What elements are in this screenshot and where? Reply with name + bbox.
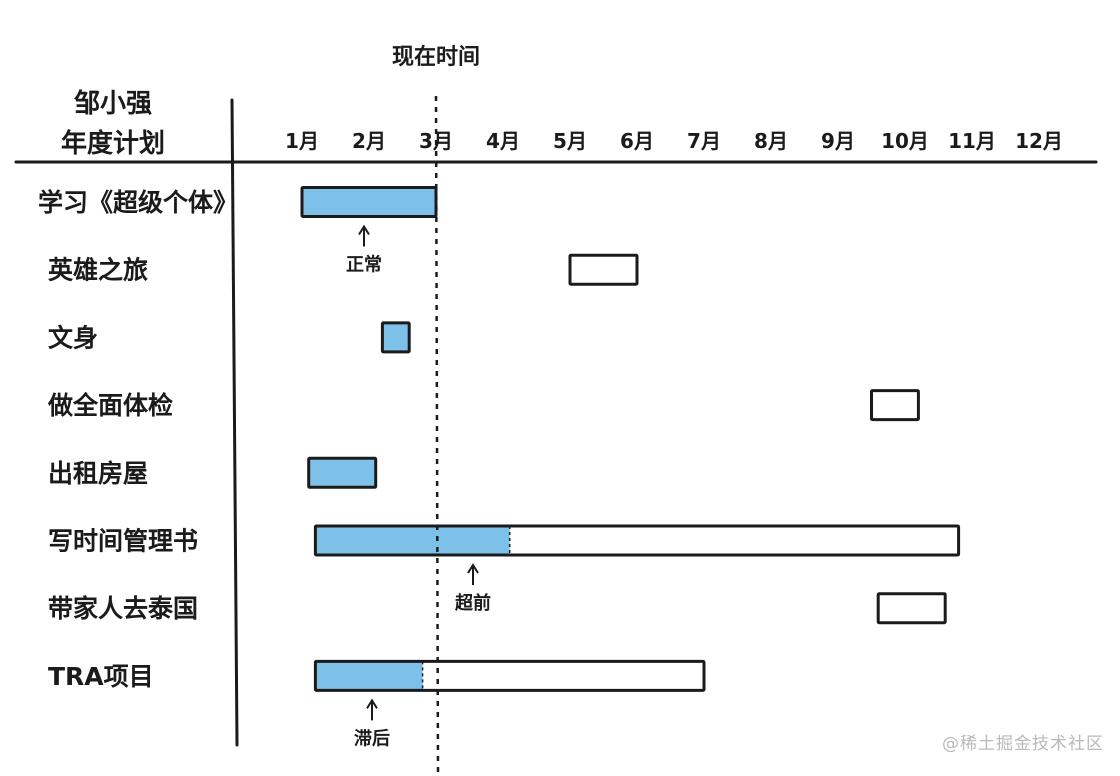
task-label: 学习《超级个体》 [38, 188, 238, 217]
status-note: 滞后 [354, 728, 390, 749]
month-tick-label: 7月 [687, 129, 721, 153]
status-note: 超前 [455, 592, 491, 614]
task-label: 带家人去泰国 [48, 594, 198, 623]
month-tick-label: 6月 [620, 129, 654, 153]
month-tick-label: 10月 [881, 129, 929, 153]
task-bar-outline [313, 659, 706, 692]
task-bar-progress [315, 661, 423, 691]
task-bar-progress [382, 322, 410, 352]
task-bar-outline [313, 524, 961, 557]
label-column-divider [230, 98, 239, 747]
task-label: TRA项目 [48, 662, 154, 691]
task-bar-outline [300, 186, 438, 218]
month-tick-label: 12月 [1015, 129, 1063, 153]
now-dashed-line [434, 95, 440, 773]
task-bar-outline [876, 592, 947, 625]
month-tick-label: 1月 [285, 129, 319, 153]
task-label: 写时间管理书 [48, 527, 198, 556]
task-bar-outline [307, 456, 378, 489]
task-bar-progress [302, 187, 436, 217]
month-tick-label: 5月 [553, 129, 587, 153]
status-note: 正常 [346, 254, 382, 276]
note-arrow-head [358, 224, 370, 236]
task-bar-progress [308, 458, 376, 488]
month-tick-label: 2月 [352, 129, 386, 153]
month-tick-label: 8月 [754, 129, 788, 153]
task-label: 出租房屋 [48, 459, 148, 488]
now-marker: 现在时间 [392, 44, 480, 773]
note-arrow-head [467, 563, 479, 574]
task-label: 做全面体检 [47, 391, 173, 420]
chart-axes [14, 98, 1098, 747]
task-bars [300, 186, 961, 692]
note-arrow-head [366, 698, 378, 709]
month-tick-label: 11月 [948, 129, 996, 153]
month-tick-label: 4月 [486, 129, 520, 153]
now-label: 现在时间 [392, 44, 480, 70]
task-bar-outline [568, 253, 639, 286]
task-bar-progress [315, 526, 510, 555]
task-bar-outline [870, 389, 920, 422]
month-tick-label: 9月 [821, 129, 855, 153]
task-bar-outline [380, 321, 411, 354]
task-label: 文身 [48, 323, 98, 352]
title-line-2: 年度计划 [61, 128, 165, 159]
task-label: 英雄之旅 [48, 256, 148, 285]
title-line-1: 邹小强 [74, 89, 152, 119]
watermark: @稀土掘金技术社区 [942, 734, 1104, 754]
